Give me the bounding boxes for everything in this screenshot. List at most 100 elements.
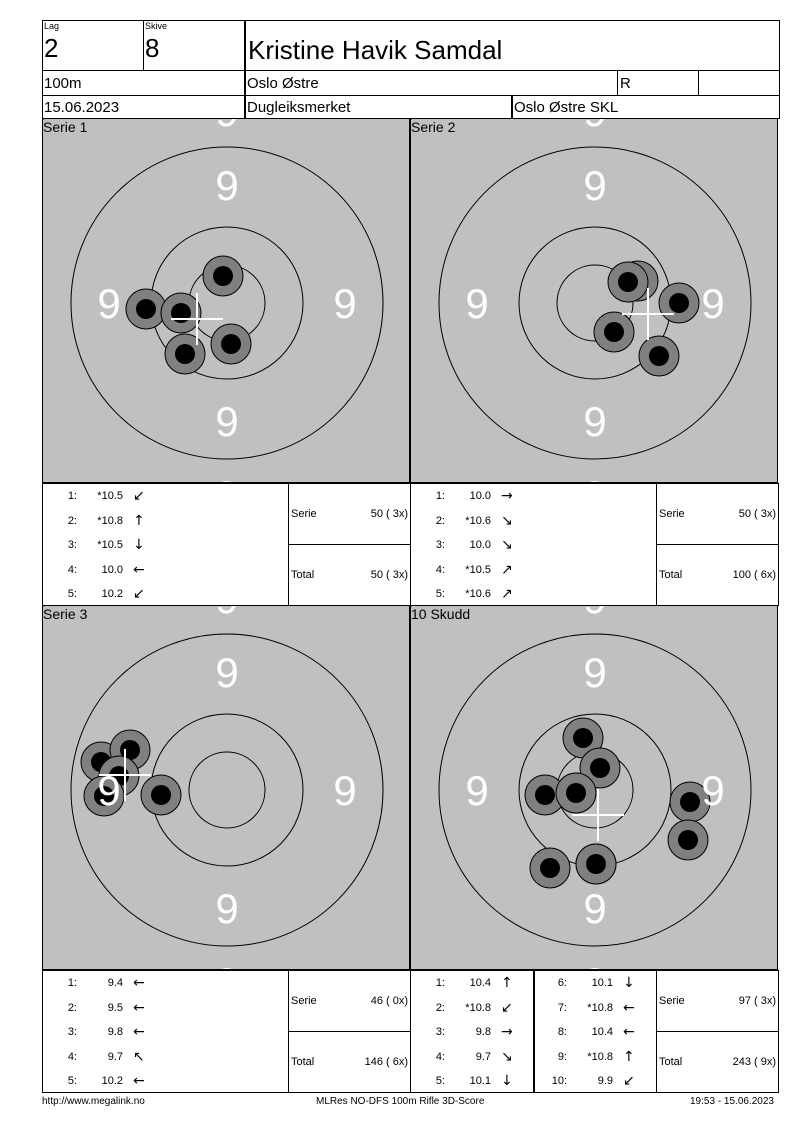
total-label: Total (291, 569, 315, 581)
target-svg: 999999 (43, 606, 384, 970)
shot-score: 10.4 (591, 1026, 613, 1038)
footer-url[interactable]: http://www.megalink.no (42, 1096, 145, 1107)
divider (533, 970, 535, 1093)
lag-label: Lag (44, 21, 60, 31)
shot-direction-arrow-icon: ↘ (501, 512, 513, 529)
shot-row: 3:9.8← (43, 1024, 163, 1040)
shot-row: 1:10.0→ (411, 488, 531, 504)
shot-hole (529, 847, 571, 889)
shot-row: 1:9.4← (43, 975, 163, 991)
target-ring (188, 751, 266, 829)
shot-direction-arrow-icon: ↓ (133, 537, 145, 553)
ring-number: 9 (215, 606, 238, 622)
shot-score: *10.8 (587, 1050, 613, 1063)
shot-hole (555, 772, 597, 814)
shot-row: 4:9.7↖ (43, 1049, 163, 1065)
shot-row: 5:10.1↓ (411, 1073, 531, 1089)
score-table: 1:*10.5↙2:*10.8↑3:*10.5↓4:10.0←5:10.2↙Se… (42, 483, 411, 606)
shot-hole (593, 311, 635, 353)
serie-label: Serie (291, 508, 317, 520)
shot-score: 9.9 (597, 1075, 613, 1087)
target-ring (438, 146, 752, 460)
shot-row: 7:*10.8← (533, 1000, 653, 1016)
shot-direction-arrow-icon: ← (623, 1024, 635, 1040)
shot-score: *10.8 (97, 514, 123, 527)
total-label: Total (659, 569, 683, 581)
shot-hole (667, 819, 709, 861)
score-table: 1:10.4↑2:*10.8↙3:9.8→4:9.7↘5:10.1↓6:10.1… (410, 970, 779, 1093)
mean-point-cross (622, 288, 674, 340)
shot-number: 1: (435, 490, 445, 502)
shot-hole (125, 288, 167, 330)
shot-hole (210, 323, 252, 365)
mean-point-cross (572, 789, 624, 841)
shot-row: 2:*10.8↙ (411, 1000, 531, 1016)
shot-row: 3: *10.5 ↓ (43, 537, 163, 553)
shot-number: 5: (435, 588, 445, 600)
ring-number: 9 (583, 959, 606, 970)
serie-label: Serie (291, 995, 317, 1007)
shot-score: *10.5 (97, 539, 123, 551)
shot-hole (164, 333, 206, 375)
ring-number: 9 (583, 885, 606, 932)
shot-number: 3: (67, 1026, 77, 1038)
shot-score: *10.5 (97, 490, 123, 502)
footer-software: MLRes NO-DFS 100m Rifle 3D-Score (316, 1096, 485, 1107)
target-panel: 999999Serie 2 (410, 118, 778, 483)
shot-number: 2: (435, 1001, 445, 1014)
shot-number: 3: (435, 1026, 445, 1038)
shot-score: 9.7 (107, 1050, 123, 1063)
shot-number: 7: (557, 1001, 567, 1014)
ring-number: 9 (333, 767, 356, 814)
ring-number: 9 (215, 162, 238, 209)
skive-value: 8 (145, 33, 160, 63)
shot-score: 10.2 (101, 588, 123, 600)
target-panel: 999999Serie 1 (42, 118, 410, 483)
shot-direction-arrow-icon: ↙ (133, 488, 145, 504)
ring-number: 9 (215, 398, 238, 445)
shot-score: 10.0 (469, 490, 491, 502)
total-score: 243 ( 9x) (732, 1056, 776, 1068)
shot-row: 4:9.7↘ (411, 1049, 531, 1065)
shot-direction-arrow-icon: ← (133, 1073, 145, 1089)
target-ring (556, 264, 634, 342)
shot-direction-arrow-icon: ← (133, 561, 145, 578)
shot-row: 1:10.4↑ (411, 975, 531, 991)
ring-number: 9 (215, 119, 238, 135)
shot-direction-arrow-icon: ↗ (501, 561, 513, 578)
shot-number: 6: (557, 977, 567, 989)
ring-number: 9 (215, 959, 238, 970)
shot-score: 10.1 (469, 1075, 491, 1087)
shot-direction-arrow-icon: ↓ (623, 975, 635, 991)
date: 15.06.2023 (44, 99, 120, 116)
ring-number: 9 (701, 767, 724, 814)
shot-direction-arrow-icon: ↘ (501, 537, 513, 553)
shot-row: 4:10.0← (43, 561, 163, 578)
ring-number: 9 (583, 162, 606, 209)
serie-score: 50 ( 3x) (370, 508, 408, 520)
shot-direction-arrow-icon: ↑ (133, 512, 145, 529)
shot-number: 4: (435, 1050, 445, 1063)
shot-score: *10.6 (465, 514, 491, 527)
shot-row: 10:9.9↙ (533, 1073, 653, 1089)
shot-number: 2: (435, 514, 445, 527)
shot-score: 10.2 (101, 1075, 123, 1087)
shot-direction-arrow-icon: ← (133, 999, 145, 1016)
shot-direction-arrow-icon: ↙ (133, 586, 145, 602)
target-svg: 999999 (43, 119, 384, 482)
shot-direction-arrow-icon: ↓ (501, 1073, 513, 1089)
shot-row: 4:*10.5↗ (411, 561, 531, 578)
shot-row: 1:*10.5↙ (43, 488, 163, 504)
event: Dugleiksmerket (247, 99, 351, 116)
shot-number: 3: (67, 539, 77, 551)
shot-row: 5:10.2← (43, 1073, 163, 1089)
shot-row: 2:9.5← (43, 999, 163, 1016)
shot-score: 10.0 (469, 539, 491, 551)
shot-score: 9.8 (475, 1026, 491, 1038)
total-label: Total (659, 1056, 683, 1068)
panel-title: 10 Skudd (411, 606, 471, 622)
target-ring (70, 633, 384, 947)
score-table: 1:10.0→2:*10.6↘3:10.0↘4:*10.5↗5:*10.6↗Se… (410, 483, 779, 606)
shot-row: 8:10.4← (533, 1024, 653, 1040)
